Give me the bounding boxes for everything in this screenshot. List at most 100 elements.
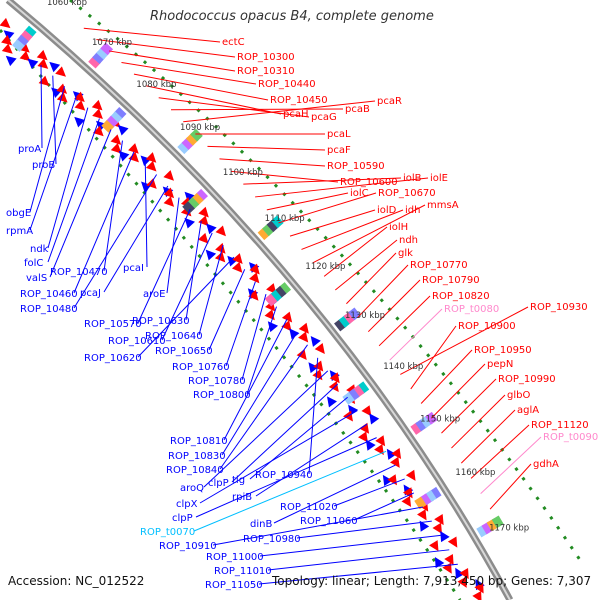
feature-block [88, 55, 101, 69]
forward-gene-arrow [231, 261, 243, 273]
feature-block [338, 314, 352, 328]
feature-block [410, 422, 423, 435]
forward-gene-arrow [447, 536, 458, 548]
reverse-label-leader [166, 197, 180, 294]
forward-gene-label: iolD [377, 205, 397, 216]
reverse-gene-label: ROP_11060 [300, 516, 358, 527]
scale-label: 1100 kbp [223, 168, 263, 178]
reverse-gene-label: valS [26, 273, 47, 284]
forward-gene-label: iolE [430, 173, 448, 184]
forward-gene-arrow [198, 215, 209, 227]
forward-gene-arrow [110, 143, 122, 154]
feature-block [12, 39, 25, 52]
forward-gene-arrow [145, 160, 157, 172]
forward-label-leader [301, 209, 404, 250]
reverse-gene-arrow [141, 181, 152, 193]
feature-block [190, 128, 203, 142]
forward-label-leader [378, 295, 431, 347]
reverse-gene-label: clpX [176, 499, 198, 510]
reverse-label-leader [219, 344, 308, 470]
reverse-gene-arrow [206, 223, 217, 235]
label-line-layer [29, 27, 542, 585]
forward-gene-arrow [215, 225, 226, 237]
reverse-gene-label: ROP_10980 [243, 534, 301, 545]
reverse-gene-label: ROP_10640 [145, 331, 203, 342]
forward-gene-label: ROP_10790 [422, 275, 480, 286]
scale-label: 1170 kbp [489, 524, 529, 534]
forward-label-leader [83, 27, 221, 43]
forward-gene-label: pepN [487, 359, 513, 370]
forward-gene-label: ectC [222, 37, 245, 48]
reverse-gene-label: ROP_10830 [168, 451, 226, 462]
reverse-label-leader [223, 319, 288, 441]
reverse-gene-arrow [118, 150, 130, 162]
forward-label-leader [323, 226, 388, 277]
feature-block [92, 51, 105, 65]
reverse-label-leader [208, 269, 246, 351]
forward-gene-label: ROP_10930 [530, 302, 588, 313]
reverse-gene-arrow [455, 567, 465, 579]
forward-gene-arrow [401, 495, 412, 508]
forward-gene-arrow [56, 92, 68, 103]
forward-gene-label: ROP_10900 [458, 321, 516, 332]
feature-block [262, 223, 275, 237]
forward-gene-arrow [197, 232, 209, 244]
forward-gene-arrow [0, 17, 11, 29]
feature-block [419, 493, 432, 507]
feature-block [113, 106, 127, 120]
feature-block [109, 111, 123, 125]
feature-block [23, 25, 37, 39]
forward-gene-arrow [92, 125, 104, 137]
reverse-label-leader [296, 520, 432, 539]
reverse-gene-arrow [440, 530, 450, 543]
feature-block [342, 392, 355, 405]
reverse-gene-arrow [386, 448, 397, 460]
map-title: Rhodococcus opacus B4, complete genome [150, 9, 434, 24]
reverse-label-leader [195, 437, 377, 518]
feature-block [264, 293, 278, 307]
feature-block [182, 201, 195, 214]
reverse-label-leader [161, 232, 213, 341]
feature-block [105, 115, 119, 129]
reverse-gene-arrow [49, 61, 61, 73]
forward-label-leader [96, 39, 236, 58]
forward-gene-arrow [434, 513, 444, 526]
feature-block [266, 219, 280, 233]
forward-gene-arrow [442, 562, 452, 574]
scale-label: 1090 kbp [180, 123, 220, 133]
forward-gene-arrow [74, 91, 85, 103]
reverse-gene-label: ROP_11010 [214, 566, 272, 577]
forward-gene-label: ROP_10990 [498, 374, 556, 385]
reverse-gene-label: ROP_10630 [132, 316, 190, 327]
genome-summary-text: Topology: linear; Length: 7,913,450 bp; … [272, 574, 592, 588]
forward-label-leader [133, 73, 269, 101]
reverse-gene-arrow [205, 249, 217, 261]
reverse-gene-label: ROP_10610 [108, 336, 166, 347]
scale-label: 1080 kbp [136, 80, 176, 90]
forward-gene-arrow [298, 322, 309, 334]
forward-label-leader [121, 61, 257, 85]
reverse-label-leader [258, 563, 458, 585]
forward-gene-arrow [55, 66, 66, 77]
forward-gene-arrow [163, 187, 175, 199]
reverse-label-leader [137, 209, 191, 324]
forward-gene-arrow [296, 349, 307, 360]
forward-label-leader [346, 252, 397, 305]
reverse-label-leader [203, 370, 329, 488]
reverse-label-leader [193, 450, 387, 532]
reverse-label-leader [47, 107, 89, 249]
scale-label: 1070 kbp [92, 38, 132, 48]
forward-label-leader [451, 394, 506, 449]
feature-block [195, 188, 208, 202]
reverse-label-leader [52, 75, 57, 165]
forward-label-leader [410, 325, 457, 390]
reverse-label-leader [333, 478, 405, 507]
reverse-gene-arrow [27, 58, 39, 70]
reverse-gene-label: proB [32, 160, 55, 171]
reverse-gene-label: tig [232, 475, 245, 486]
forward-gene-label: ROP_10770 [410, 260, 468, 271]
forward-gene-label: ROP_11120 [531, 420, 589, 431]
feature-block [271, 215, 284, 229]
reverse-gene-arrow [117, 125, 129, 136]
feature-block [177, 141, 191, 155]
